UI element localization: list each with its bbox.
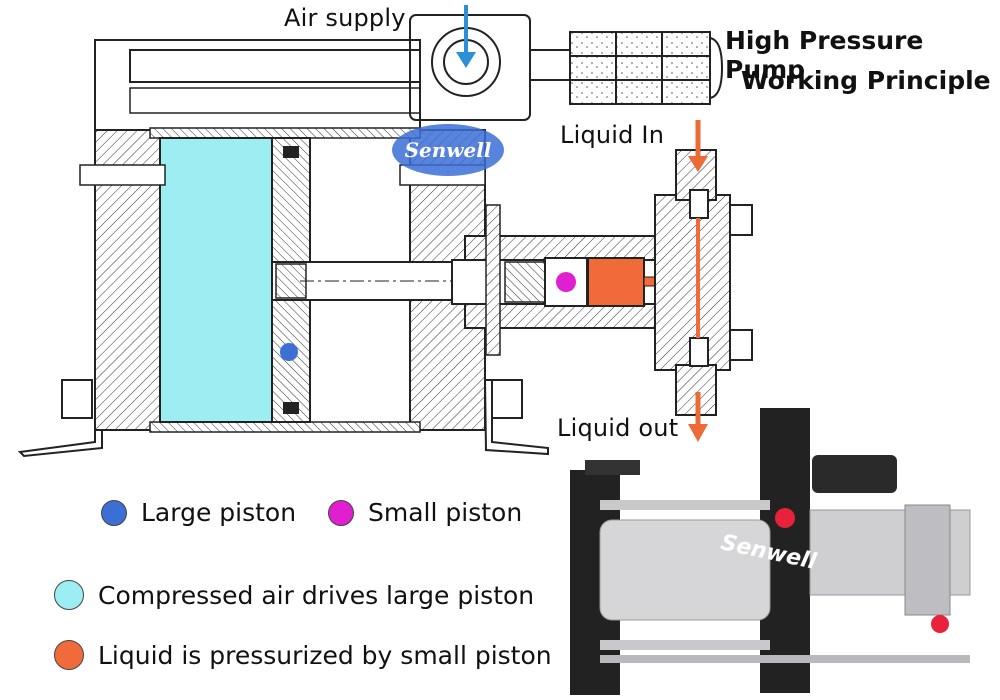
compressed-air-chamber bbox=[159, 137, 273, 423]
title-line-1: High Pressure Pump bbox=[725, 26, 924, 84]
compressed-air-swatch bbox=[54, 580, 84, 610]
liquid-out-label: Liquid out bbox=[557, 414, 679, 442]
large-piston-swatch bbox=[101, 499, 127, 526]
legend-large-piston-text: Large piston bbox=[141, 498, 297, 527]
watermark-badge bbox=[392, 124, 504, 176]
small-piston-swatch bbox=[328, 499, 354, 526]
photo-cylinder bbox=[599, 519, 771, 621]
liquid-chamber bbox=[587, 257, 645, 307]
legend-small-piston: Small piston bbox=[328, 498, 522, 527]
legend-small-piston-text: Small piston bbox=[368, 498, 523, 527]
large-piston-marker bbox=[280, 343, 298, 361]
pump-photo bbox=[555, 408, 1000, 700]
liquid-in-label: Liquid In bbox=[560, 121, 665, 149]
small-piston-marker bbox=[556, 272, 576, 292]
legend-compressed-air: Compressed air drives large piston bbox=[54, 580, 534, 610]
inlet-check-valve bbox=[689, 189, 709, 219]
legend-liquid-pressurized: Liquid is pressurized by small piston bbox=[54, 640, 552, 670]
legend-compressed-air-text: Compressed air drives large piston bbox=[98, 580, 535, 610]
watermark-text: Senwell bbox=[404, 138, 492, 162]
legend-large-piston: Large piston bbox=[101, 498, 296, 527]
air-supply-label: Air supply bbox=[284, 4, 406, 32]
liquid-swatch bbox=[54, 640, 84, 670]
outlet-check-valve bbox=[689, 337, 709, 367]
muffler bbox=[569, 31, 711, 105]
legend-liquid-pressurized-text: Liquid is pressurized by small piston bbox=[98, 640, 552, 670]
title-line-2: Working Principle bbox=[741, 66, 991, 95]
